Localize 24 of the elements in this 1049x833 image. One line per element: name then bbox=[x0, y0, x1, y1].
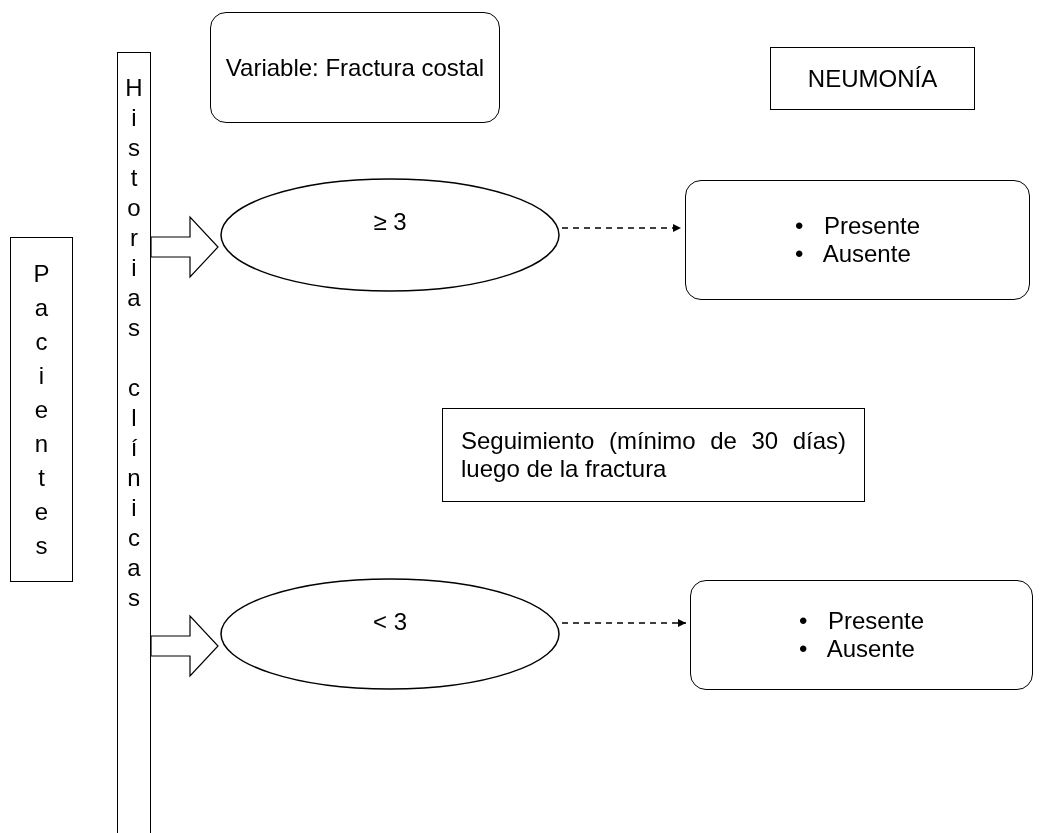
list-item: • Presente bbox=[794, 212, 921, 240]
vertical-label-box bbox=[10, 237, 73, 582]
block-arrow bbox=[150, 614, 219, 678]
text-box bbox=[690, 580, 1033, 690]
node-text: Historias clínicas bbox=[124, 73, 144, 613]
vertical-label-box bbox=[117, 52, 151, 833]
node-text: NEUMONÍA bbox=[807, 64, 938, 93]
list-item: • Ausente bbox=[794, 240, 912, 268]
node-text: Variable: Fractura costal bbox=[225, 53, 485, 82]
dashed-arrow bbox=[561, 224, 682, 232]
dashed-arrow bbox=[561, 619, 687, 627]
node-text: ≥ 3 bbox=[373, 208, 407, 236]
text-box bbox=[210, 12, 500, 123]
text-box bbox=[770, 47, 975, 110]
list-item: • Presente bbox=[798, 607, 925, 635]
ellipse-node bbox=[220, 178, 560, 292]
node-text: Seguimiento (mínimo de 30 días) luego de la fractura bbox=[460, 427, 847, 483]
text-box bbox=[442, 408, 865, 502]
text-box bbox=[685, 180, 1030, 300]
list-item: • Ausente bbox=[798, 635, 916, 663]
node-text: < 3 bbox=[373, 608, 407, 636]
ellipse-node bbox=[220, 578, 560, 690]
node-text: Pacientes bbox=[32, 258, 51, 561]
block-arrow bbox=[150, 215, 219, 279]
